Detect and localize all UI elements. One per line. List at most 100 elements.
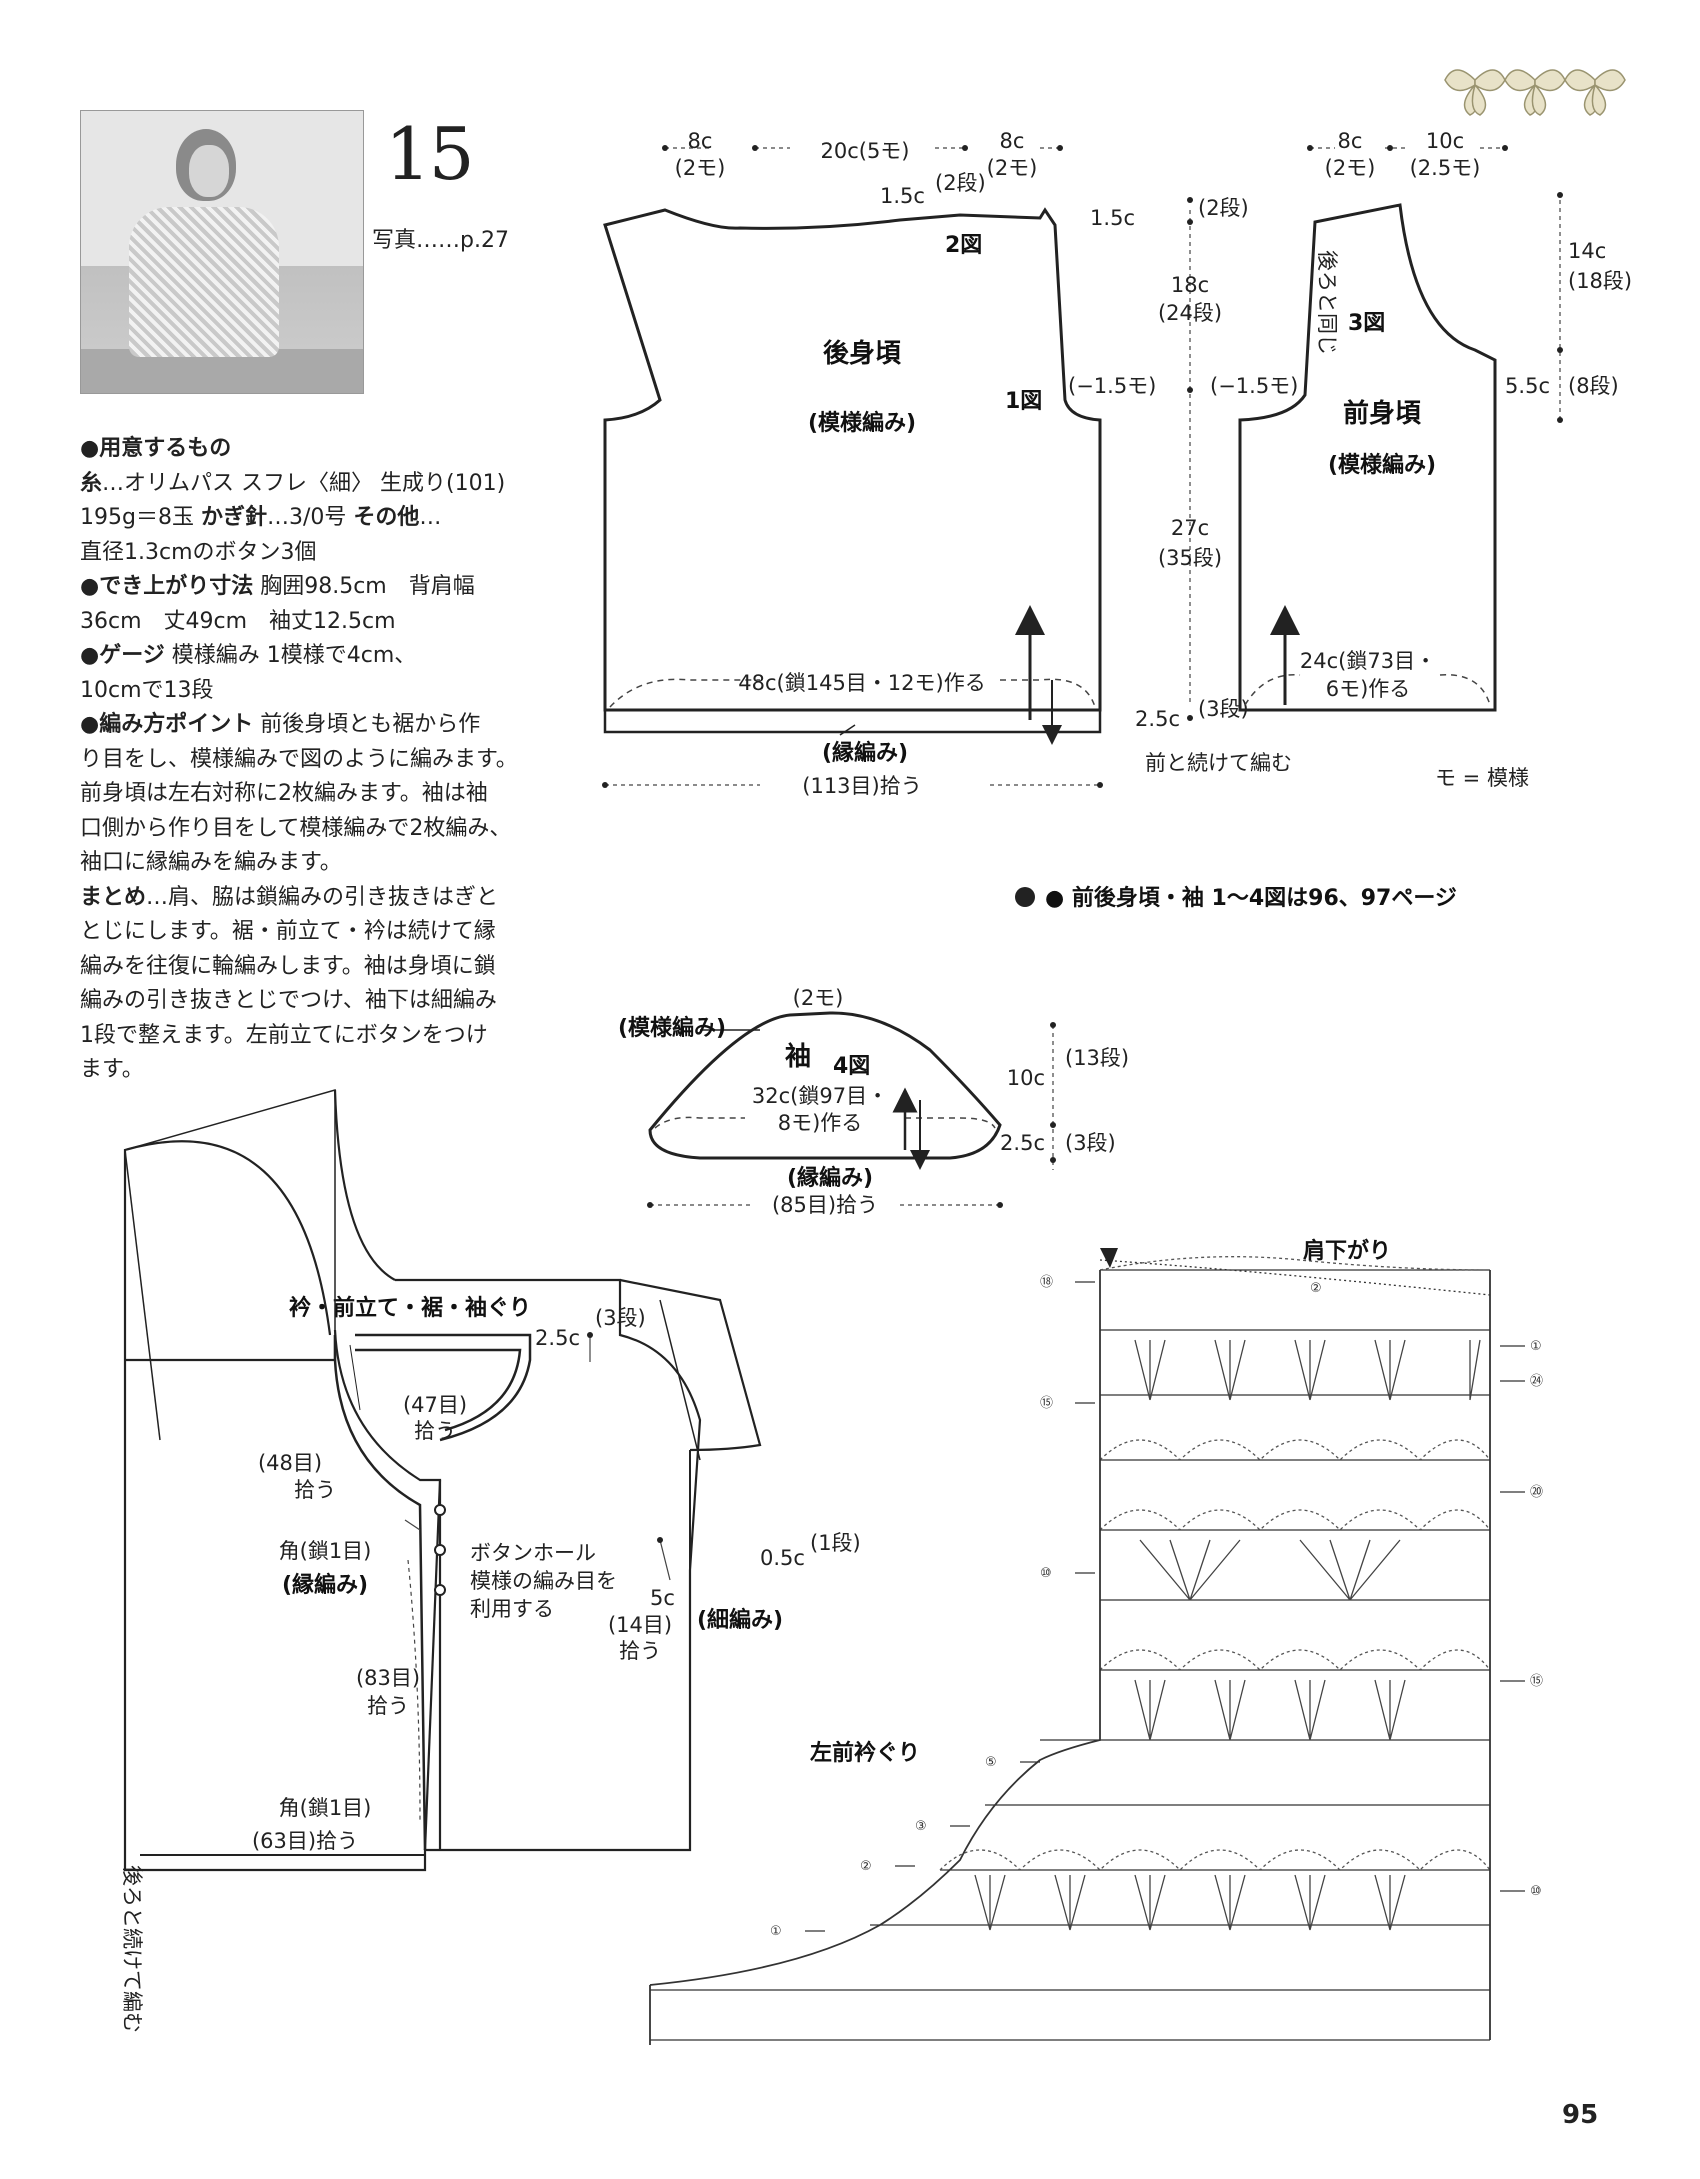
back-top-left-c: 8c — [688, 129, 713, 153]
sleeve-diagram — [648, 1011, 1002, 1160]
sleeve-height-c: 10c — [1007, 1066, 1045, 1090]
figure-1-label: 1図 — [1005, 389, 1042, 414]
front-neck-pick: (48目) — [258, 1451, 322, 1475]
hook-label: かぎ針 — [200, 505, 267, 530]
model-photo — [80, 110, 364, 394]
yarn-amount: 195g＝8玉 — [80, 505, 194, 530]
back-top-mid: 20c(5モ) — [820, 139, 909, 163]
row-marker: ⑮ — [1040, 1396, 1053, 1411]
sleeve-dashed — [654, 1116, 996, 1129]
pattern-number: 15 — [385, 112, 475, 196]
armhole-r: (1段) — [810, 1531, 861, 1555]
assembly-diagram — [123, 1089, 762, 1872]
buttonhole-2: 模様の編み目を — [470, 1569, 617, 1593]
points-line: 前身頃は左右対称に2枚編みます。袖は袖 — [80, 781, 488, 806]
points-line: 袖口に縁編みを編みます。 — [80, 850, 342, 875]
row-marker: ① — [770, 1924, 782, 1939]
buttonhole-1: ボタンホール — [470, 1541, 596, 1565]
front-pick2: 拾う — [367, 1694, 409, 1718]
hem-pick: (63目)拾う — [252, 1829, 358, 1853]
figure-4-label: 4図 — [833, 1054, 870, 1079]
finishing-heading: まとめ — [80, 884, 147, 910]
neck-pick2: 拾う — [414, 1419, 456, 1443]
same-as-back: 後ろと同じ — [1315, 250, 1339, 355]
assembly-dimension-lines — [404, 1332, 671, 1821]
row-marker: ⑮ — [1530, 1674, 1543, 1689]
photo-reference: 写真……p.27 — [372, 228, 509, 253]
back-pickup: (113目)拾う — [802, 774, 921, 798]
yarn-text: …オリムパス スフレ〈細〉 生成り(101) — [102, 470, 506, 496]
page-note: ● 前後身頃・袖 1〜4図は96、97ページ — [1045, 885, 1457, 911]
points-line: 口側から作り目をして模様編みで2枚編み、 — [80, 815, 512, 841]
row-marker: ① — [1530, 1339, 1542, 1354]
sleeve-dimension-lines — [647, 1022, 1056, 1208]
figure-2-label: 2図 — [945, 233, 982, 258]
front-base-dashed — [1244, 674, 1491, 706]
finishing-line: ます。 — [80, 1057, 144, 1082]
front-top-right-c: 10c — [1426, 129, 1464, 153]
back-neck-c: 1.5c — [880, 184, 925, 208]
back-arm-r: (2段) — [1198, 196, 1249, 220]
back-top-right-m: (2モ) — [987, 156, 1038, 180]
sleeve-base: 32c(鎖97目・ — [752, 1084, 888, 1108]
continue-front: 前と続けて編む — [1145, 751, 1292, 775]
sleeve-edge-c: 2.5c — [1000, 1131, 1045, 1155]
start-marker-icon — [1100, 1248, 1118, 1268]
shoulder-slope-label: 肩下がり — [1303, 1238, 1391, 1264]
back-edge-c: 2.5c — [1135, 707, 1180, 731]
figure-3-label: 3図 — [1348, 311, 1385, 336]
back-base-chain: 48c(鎖145目・12モ)作る — [738, 671, 985, 695]
left-neckline-label: 左前衿ぐり — [810, 1740, 920, 1766]
button-text: 直径1.3cmのボタン3個 — [80, 539, 317, 565]
front-side-c: 5.5c — [1505, 374, 1550, 398]
pointer-line — [839, 724, 856, 736]
front-body-diagram — [1238, 203, 1497, 712]
back-body-pattern: (模様編み) — [808, 410, 916, 436]
sleeve-top: (2モ) — [793, 986, 844, 1010]
front-neck-c: 14c — [1568, 239, 1606, 263]
sleeve-pattern: (模様編み) — [618, 1015, 726, 1041]
page-number: 95 — [1562, 2100, 1599, 2130]
back-edging: (縁編み) — [822, 740, 908, 766]
front-pick: (83目) — [356, 1666, 420, 1690]
front-base-chain: 24c(鎖73目・ — [1300, 649, 1436, 673]
arm-c: 5c — [650, 1586, 675, 1610]
sleeve-title: 袖 — [785, 1041, 811, 1072]
assembly-title: 衿・前立て・裾・袖ぐり — [289, 1295, 531, 1321]
bullet-icon — [1015, 887, 1035, 907]
front-neck-pick2: 拾う — [294, 1478, 336, 1502]
points-line: 前後身頃とも裾から作 — [260, 712, 481, 737]
back-low-c: 27c — [1171, 516, 1209, 540]
buttonhole-3: 利用する — [470, 1597, 554, 1621]
finishing-line: 編みの引き抜きとじでつけ、袖下は細編み — [80, 988, 497, 1013]
back-base-dashed — [609, 678, 1096, 708]
finishing-line: とじにします。裾・前立て・衿は続けて縁 — [80, 919, 496, 944]
front-base-chain2: 6モ)作る — [1326, 677, 1411, 701]
collar-band — [333, 1333, 532, 1851]
row-marker: ③ — [915, 1819, 927, 1834]
back-low-r: (35段) — [1158, 546, 1222, 570]
finishing-line: …肩、脇は鎖編みの引き抜きはぎと — [146, 884, 499, 910]
corner-2: 角(鎖1目) — [279, 1796, 372, 1820]
front-dimension-lines — [1307, 145, 1563, 423]
other-label: その他 — [353, 505, 420, 530]
row-marker: ㉔ — [1530, 1374, 1543, 1389]
stitch-chart — [649, 1256, 1491, 2045]
back-mid-r: (24段) — [1158, 301, 1222, 325]
gauge-heading: ●ゲージ — [80, 643, 165, 668]
sleeve-height-r: (13段) — [1065, 1046, 1129, 1070]
sleeve-pickup: (85目)拾う — [772, 1193, 878, 1217]
row-marker: ⑳ — [1530, 1485, 1543, 1500]
back-armhole-dec: (−1.5モ) — [1068, 374, 1156, 398]
yarn-label: 糸 — [80, 470, 103, 496]
row-marker: ⑤ — [985, 1755, 997, 1770]
front-top-left-m: (2モ) — [1325, 156, 1376, 180]
instructions-text: ●用意するもの 糸…オリムパス スフレ〈細〉 生成り(101) 195g＝8玉 … — [80, 432, 550, 1088]
materials-heading: ●用意するもの — [80, 436, 232, 461]
armhole-c: 0.5c — [760, 1546, 805, 1570]
size-text2: 36cm 丈49cm 袖丈12.5cm — [80, 608, 396, 634]
neck-pick: (47目) — [403, 1393, 467, 1417]
back-top-left-m: (2モ) — [675, 156, 726, 180]
size-heading: ●でき上がり寸法 — [80, 574, 254, 599]
other-text: … — [419, 505, 442, 530]
